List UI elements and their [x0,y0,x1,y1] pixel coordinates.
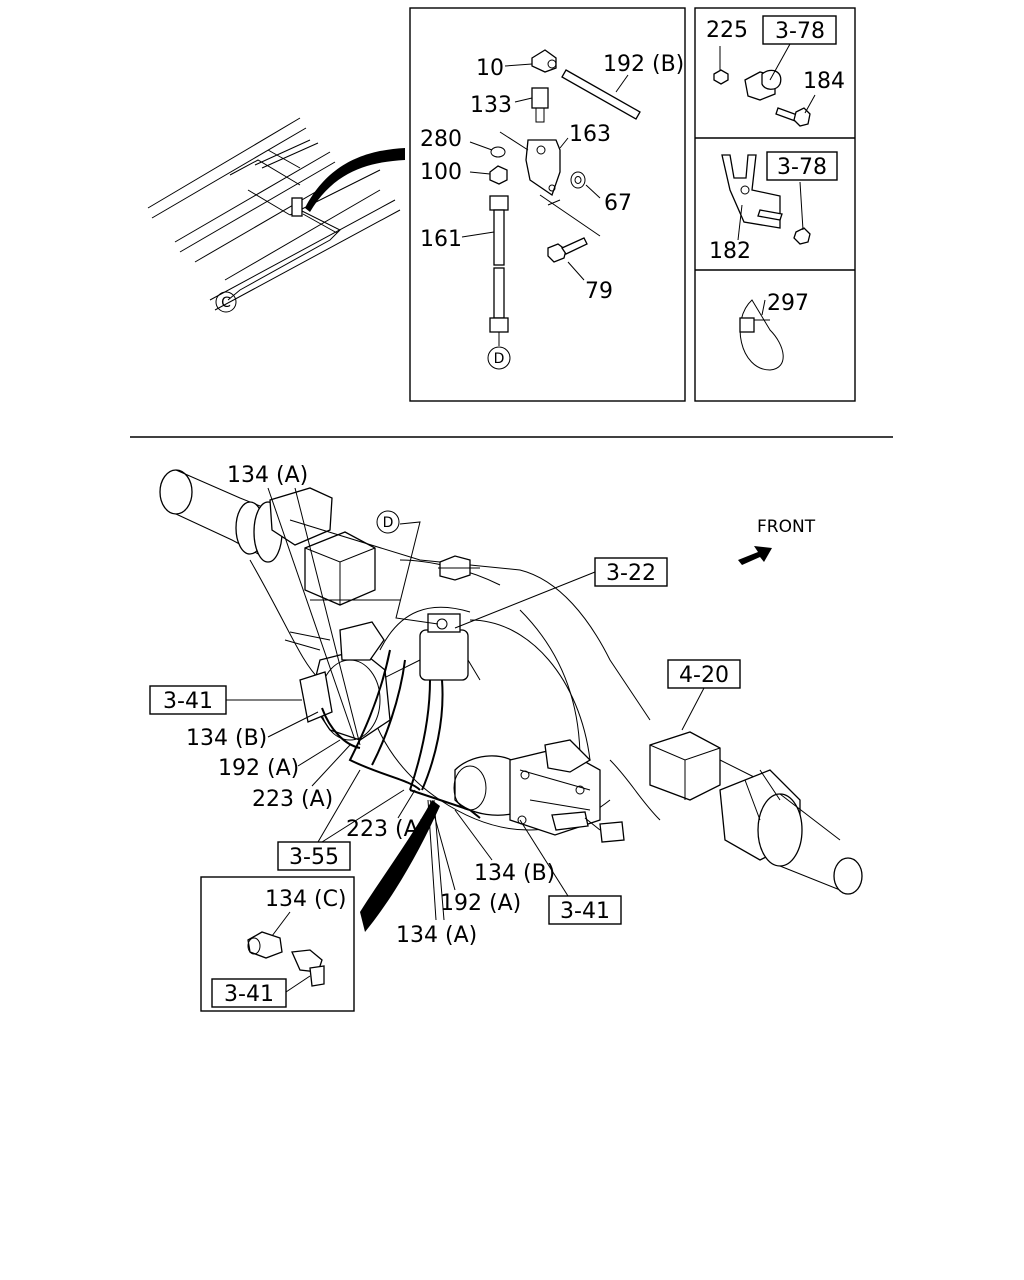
inset-label-134c: 134 (C) [265,887,347,912]
axle-drawing [159,469,863,895]
main-labels: 134 (A) 3-22 4-20 3-41 134 (B) 192 (A) 2… [149,463,741,948]
ref-3-41-left-label: 3-41 [163,689,213,714]
panel1-label-184: 184 [803,69,845,94]
label-10: 10 [476,56,504,81]
front-label: FRONT [757,517,816,537]
label-134b-right: 134 (B) [474,861,555,886]
front-indicator: FRONT [738,517,816,565]
label-192b: 192 (B) [603,52,684,77]
panel2-ref-box [766,151,838,181]
ref-box-3-41-right [548,895,622,925]
label-133: 133 [470,93,512,118]
label-134a-top: 134 (A) [227,463,308,488]
panel1-label-225: 225 [706,18,748,43]
frame-overview: C [147,117,405,313]
inset-134c: 134 (C) 3-41 [200,800,440,1012]
side-panels: 225 3-78 184 3-78 182 297 [694,7,856,402]
label-223a-left: 223 (A) [252,787,333,812]
main-circle-d-label: D [383,515,394,531]
inset-ref-box [211,978,287,1008]
callout-swoosh-top [305,148,405,212]
circle-c-marker [215,291,237,313]
panel2-ref-label: 3-78 [777,155,827,180]
label-280: 280 [420,127,462,152]
label-161: 161 [420,227,462,252]
panel3-label-297: 297 [767,291,809,316]
ref-3-41-right-label: 3-41 [560,899,610,924]
ref-box-3-55 [277,841,351,871]
callout-swoosh-bottom [360,800,440,932]
detail-circle-d-label: D [494,351,505,367]
label-134a-bottom: 134 (A) [396,923,477,948]
panel1-ref-label: 3-78 [775,19,825,44]
ref-3-55-label: 3-55 [289,845,339,870]
panel2-label-182: 182 [709,239,751,264]
panel1-ref-box [762,15,837,45]
detail-box: D 10 192 (B) 133 280 163 100 67 161 79 [409,7,686,402]
inset-ref-label: 3-41 [224,982,274,1007]
label-100: 100 [420,160,462,185]
ref-3-22-label: 3-22 [606,561,656,586]
circle-c-label: C [221,295,231,311]
label-67: 67 [604,191,632,216]
label-163: 163 [569,122,611,147]
label-192a-left: 192 (A) [218,756,299,781]
label-134b-left: 134 (B) [186,726,267,751]
front-arrow-icon [738,546,772,565]
ref-4-20-label: 4-20 [679,663,729,688]
main-circle-d: D [376,510,439,625]
label-192a-right: 192 (A) [440,891,521,916]
label-79: 79 [585,279,613,304]
